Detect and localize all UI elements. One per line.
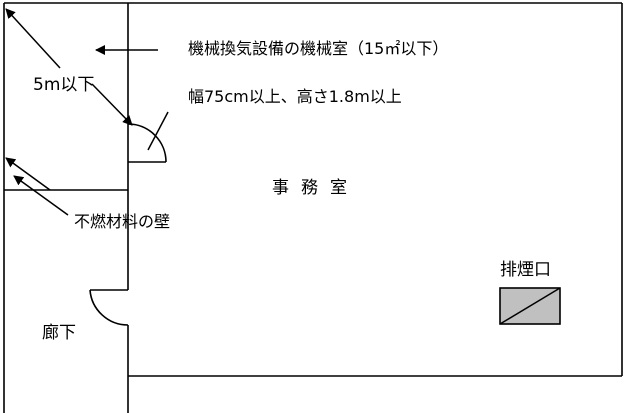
machine-room-door bbox=[127, 123, 167, 163]
door-spec-leader bbox=[147, 111, 169, 151]
distance-arrow-lower bbox=[91, 83, 133, 126]
wall-leader-arrow-lower bbox=[13, 175, 69, 216]
office-room-label: 事務室 bbox=[272, 178, 359, 198]
wall-leader-arrow-upper bbox=[5, 157, 51, 191]
distance-label: 5m以下 bbox=[33, 75, 95, 95]
distance-arrow-upper bbox=[5, 8, 61, 69]
noncombustible-wall-label: 不燃材料の壁 bbox=[74, 212, 171, 231]
mechanical-room-label: 機械換気設備の機械室（15㎡以下） bbox=[188, 39, 449, 58]
corridor-door bbox=[89, 289, 129, 326]
opening-spec-label: 幅75cm以上、高さ1.8m以上 bbox=[188, 87, 402, 106]
smoke-outlet-symbol bbox=[499, 287, 561, 325]
corridor-label: 廊下 bbox=[42, 323, 76, 343]
smoke-outlet-label: 排煙口 bbox=[500, 260, 551, 280]
